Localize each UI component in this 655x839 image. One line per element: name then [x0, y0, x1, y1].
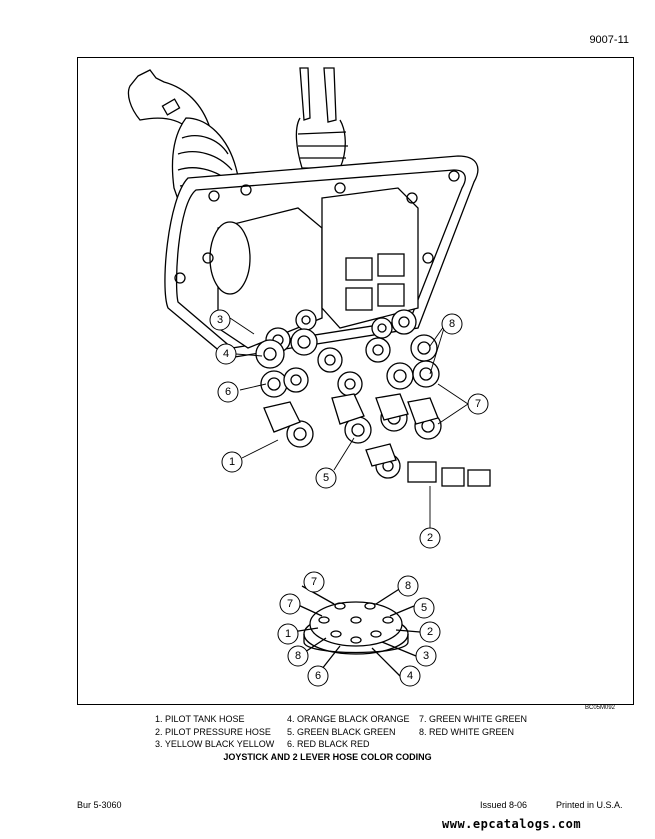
port-callout-4: 4 — [407, 670, 413, 682]
page-number: 9007-11 — [589, 34, 629, 46]
illustration-drawing: 3 4 6 1 5 2 8 7 7 8 7 5 1 2 8 3 6 4 — [127, 67, 491, 687]
callout-5: 5 — [323, 472, 329, 484]
port-callout-8a: 8 — [405, 580, 411, 592]
port-callout-3: 3 — [423, 650, 429, 662]
port-callout-7a: 7 — [311, 576, 317, 588]
legend-column-3: 7. GREEN WHITE GREEN 8. RED WHITE GREEN — [419, 713, 527, 738]
legend-item: 4. ORANGE BLACK ORANGE — [287, 714, 410, 724]
watermark: www.epcatalogs.com — [442, 817, 582, 831]
legend-item: 3. YELLOW BLACK YELLOW — [155, 739, 275, 749]
callout-2: 2 — [427, 532, 433, 544]
lever-left — [299, 67, 311, 121]
port-callout-1: 1 — [285, 628, 291, 640]
callout-3: 3 — [217, 314, 223, 326]
legend-column-1: 1. PILOT TANK HOSE 2. PILOT PRESSURE HOS… — [155, 713, 274, 751]
joystick-hose-illustration: 3 4 6 1 5 2 8 7 7 8 7 5 1 2 8 3 6 4 — [77, 57, 634, 705]
footer-printed-in: Printed in U.S.A. — [556, 800, 623, 810]
leader-lines — [229, 317, 469, 532]
callout-1: 1 — [229, 456, 235, 468]
legend-item: 8. RED WHITE GREEN — [419, 726, 515, 737]
port-diagram — [291, 585, 421, 677]
legend-item: 1. PILOT TANK HOSE — [155, 714, 245, 724]
port-callout-8b: 8 — [295, 650, 301, 662]
figure-code: BC05M092 — [585, 705, 616, 711]
callout-7: 7 — [475, 398, 481, 410]
callout-circles — [209, 309, 489, 687]
figure-caption: JOYSTICK AND 2 LEVER HOSE COLOR CODING — [223, 752, 432, 762]
port-callout-5: 5 — [421, 602, 427, 614]
legend-item: 7. GREEN WHITE GREEN — [419, 714, 528, 724]
callout-8: 8 — [449, 318, 455, 330]
port-callout-2: 2 — [427, 626, 433, 638]
hose-fittings — [255, 309, 491, 487]
port-callout-6: 6 — [315, 670, 321, 682]
legend-item: 5. GREEN BLACK GREEN — [287, 726, 396, 737]
footer-document-number: Bur 5-3060 — [77, 800, 122, 810]
footer-issued-date: Issued 8-06 — [480, 800, 528, 810]
legend-item: 2. PILOT PRESSURE HOSE — [155, 726, 271, 737]
legend-column-2: 4. ORANGE BLACK ORANGE 5. GREEN BLACK GR… — [287, 713, 410, 751]
callout-4: 4 — [223, 348, 229, 360]
legend-item: 6. RED BLACK RED — [287, 739, 370, 749]
callout-numbers: 3 4 6 1 5 2 8 7 7 8 7 5 1 2 8 3 6 4 — [217, 314, 481, 682]
callout-6: 6 — [225, 386, 231, 398]
port-callout-7b: 7 — [287, 598, 293, 610]
lever-right — [323, 67, 337, 123]
